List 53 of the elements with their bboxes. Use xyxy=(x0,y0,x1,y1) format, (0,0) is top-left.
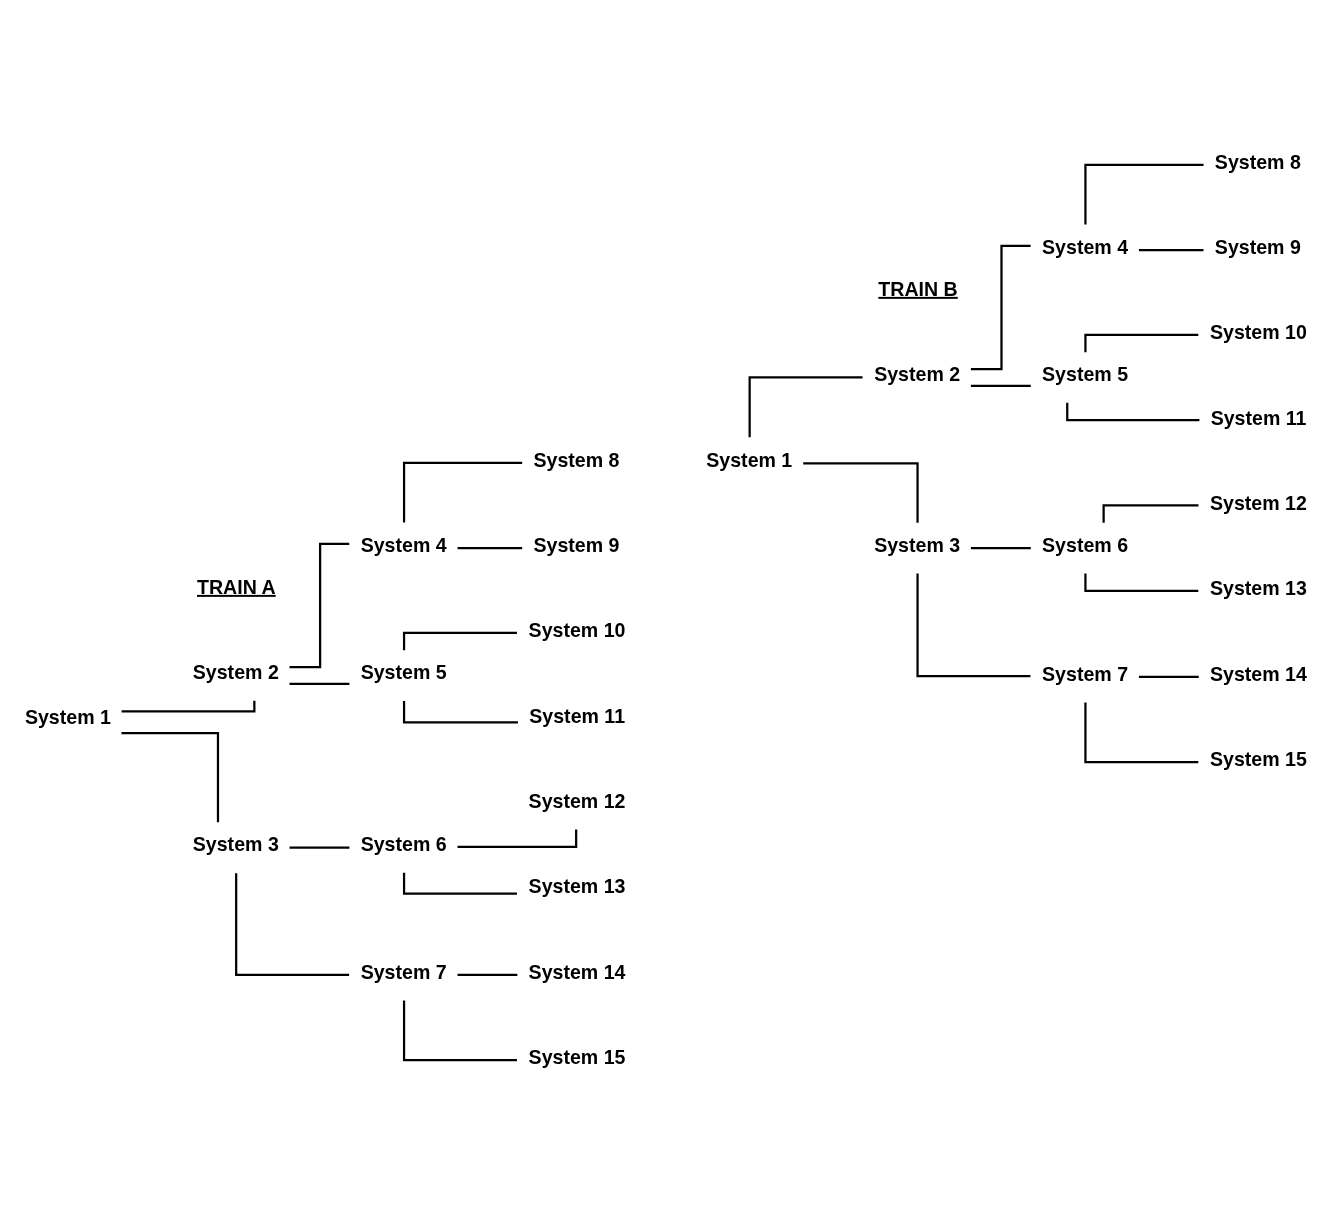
node-text: System 11 xyxy=(529,704,626,727)
node-text: System 12 xyxy=(1209,491,1307,514)
node-text: System 13 xyxy=(1209,577,1307,600)
node-text: System 8 xyxy=(1214,150,1301,173)
node-text: System 3 xyxy=(874,533,961,556)
node-text: System 7 xyxy=(1042,662,1129,685)
connector xyxy=(402,872,517,895)
node-text: System 8 xyxy=(533,448,620,471)
label: TRAIN B xyxy=(878,277,958,300)
connector xyxy=(289,682,350,685)
connector xyxy=(916,573,1031,678)
node-text: System 10 xyxy=(1209,321,1307,344)
connector xyxy=(402,461,523,523)
node-text: System 14 xyxy=(1209,662,1307,685)
node-text: System 13 xyxy=(528,875,626,898)
connector xyxy=(1138,249,1204,252)
connector xyxy=(970,384,1031,387)
connector xyxy=(457,547,523,550)
node-text: System 9 xyxy=(533,533,620,556)
label: TRAIN A xyxy=(196,575,276,598)
node-text: System 9 xyxy=(1214,235,1301,258)
connector xyxy=(1084,163,1204,225)
node-text: System 11 xyxy=(1210,406,1307,429)
node-text: System 5 xyxy=(360,661,447,684)
connector xyxy=(803,462,919,523)
connector xyxy=(289,846,350,849)
node-text: System 3 xyxy=(192,833,279,856)
connector xyxy=(289,542,350,669)
connector xyxy=(1084,702,1199,764)
node-text: System 10 xyxy=(528,619,626,642)
connector xyxy=(748,376,863,438)
connector xyxy=(1138,675,1199,678)
node-text: System 6 xyxy=(1042,533,1129,556)
connector xyxy=(970,547,1031,550)
node-text: System 12 xyxy=(528,789,626,812)
node-text: System 15 xyxy=(1209,747,1307,770)
node-text: System 4 xyxy=(1042,235,1129,258)
connector xyxy=(970,244,1031,371)
node-text: System 4 xyxy=(360,533,447,556)
node-text: System 2 xyxy=(874,363,961,386)
node-text: System 14 xyxy=(528,960,626,983)
node-text: System 15 xyxy=(528,1046,626,1068)
node-text: System 1 xyxy=(706,448,793,471)
node-text: System 6 xyxy=(360,833,447,856)
connector xyxy=(121,732,220,823)
connector xyxy=(402,1000,517,1062)
connector xyxy=(402,701,518,724)
connector xyxy=(235,873,350,976)
node-text: System 2 xyxy=(192,661,279,684)
node-text: System 1 xyxy=(24,706,111,729)
connector xyxy=(457,973,518,976)
node-text: System 5 xyxy=(1042,363,1129,386)
node-text: System 7 xyxy=(360,960,447,983)
